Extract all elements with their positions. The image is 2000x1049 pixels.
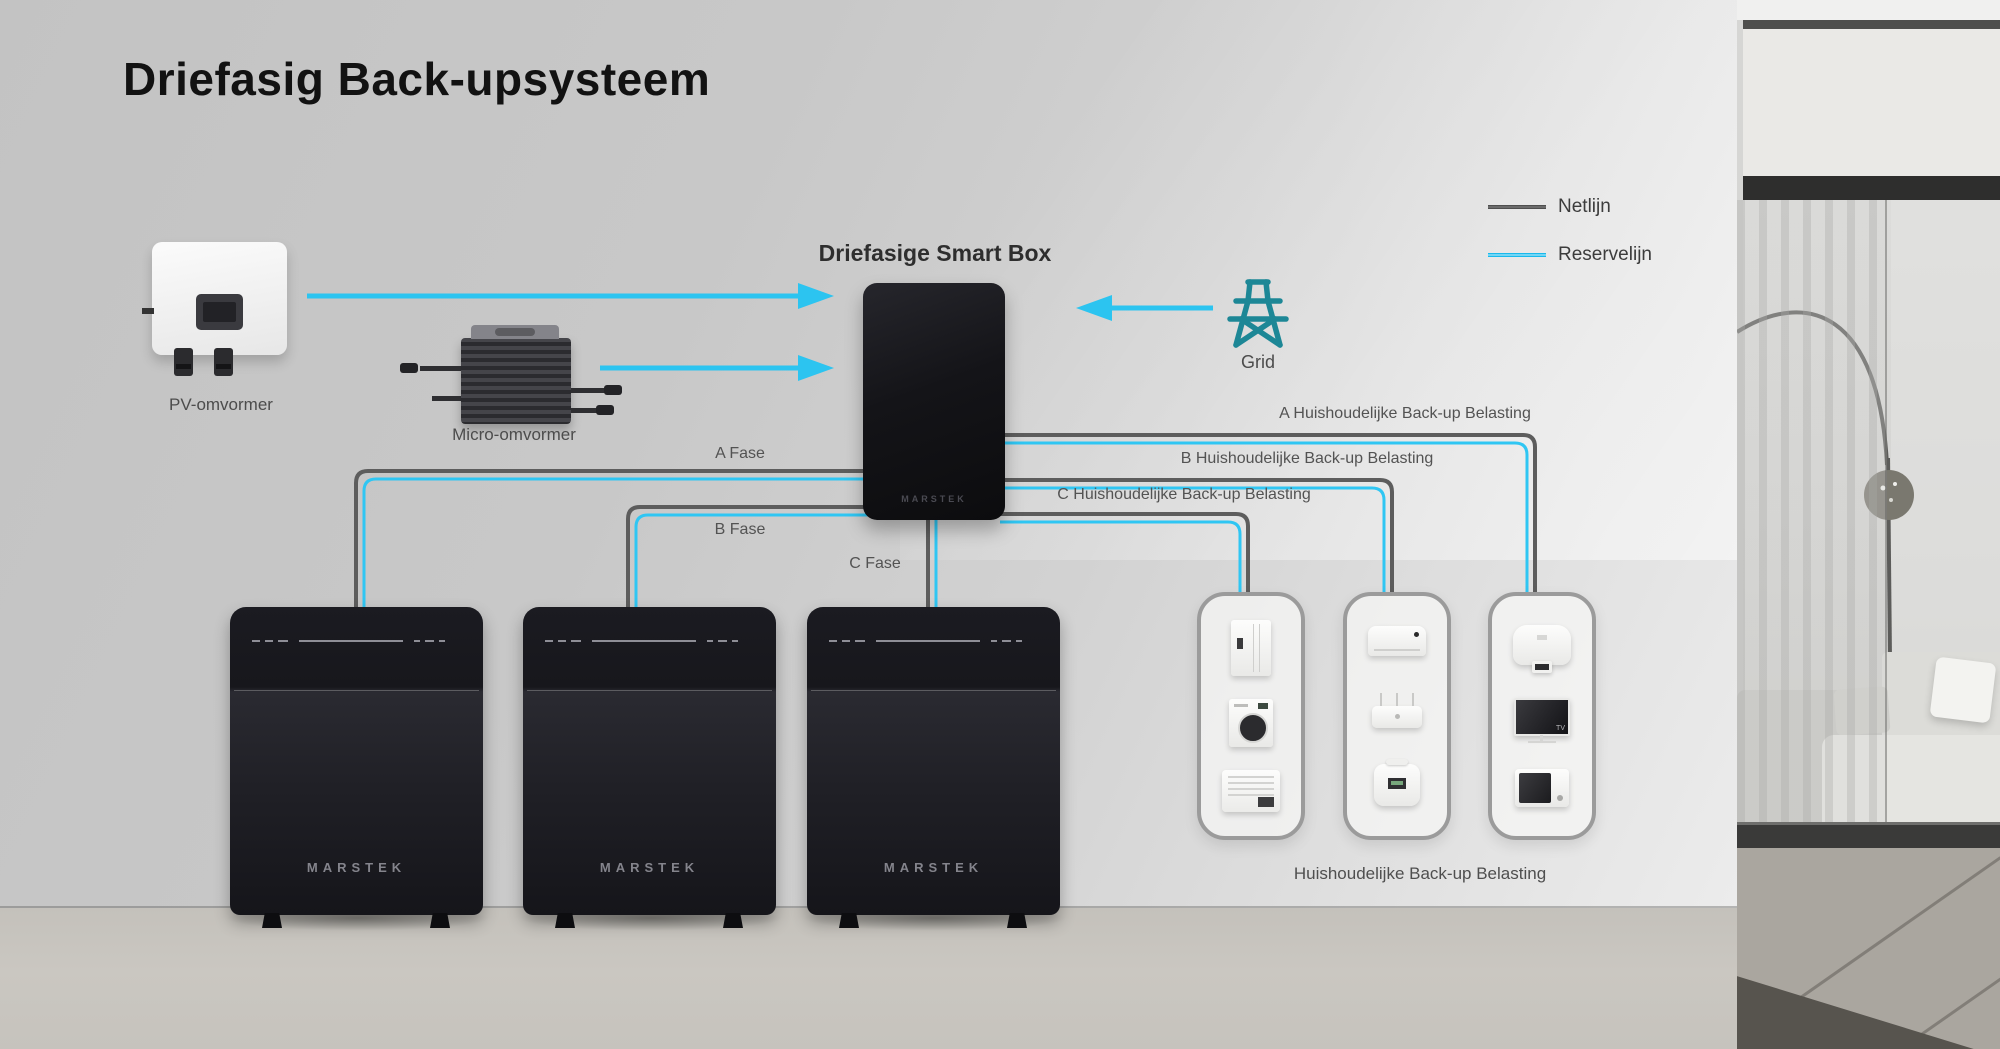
phase-b-line bbox=[626, 505, 870, 609]
appliance-group-1 bbox=[1197, 592, 1305, 840]
reserveline-swatch bbox=[1488, 253, 1546, 257]
photo-ceiling bbox=[1737, 0, 2000, 20]
backup-c-label: C Huishoudelijke Back-up Belasting bbox=[1057, 486, 1311, 503]
backup-a-line bbox=[1000, 433, 1537, 596]
water-heater-icon bbox=[1513, 624, 1571, 673]
washing-machine-icon bbox=[1229, 698, 1273, 747]
micro-bracket bbox=[471, 325, 559, 339]
legend-reserve-label: Reservelijn bbox=[1558, 244, 1652, 265]
pv-antenna bbox=[142, 308, 154, 314]
tv-screen-label: TV bbox=[1556, 724, 1565, 732]
battery-indicators bbox=[252, 637, 461, 645]
microwave-icon bbox=[1515, 769, 1569, 808]
battery-seam bbox=[811, 690, 1056, 691]
rice-cooker-icon bbox=[1374, 759, 1420, 806]
phase-c-label: C Fase bbox=[849, 555, 901, 572]
floor-background bbox=[0, 908, 1740, 1049]
backup-b-label: B Huishoudelijke Back-up Belasting bbox=[1180, 450, 1434, 467]
micro-to-box-arrow bbox=[600, 355, 834, 381]
appliance-group-3: TV bbox=[1488, 592, 1596, 840]
micro-inverter-icon bbox=[461, 325, 571, 424]
appliance-group-2 bbox=[1343, 592, 1451, 840]
battery-seam bbox=[234, 690, 479, 691]
air-conditioner-icon bbox=[1368, 626, 1426, 656]
tile-floor bbox=[1737, 848, 2000, 1049]
smart-box-title: Driefasige Smart Box bbox=[818, 240, 1052, 266]
phase-b-label: B Fase bbox=[714, 521, 766, 538]
micro-plug bbox=[604, 385, 622, 395]
smart-box-icon: MARSTEK bbox=[863, 283, 1005, 520]
refrigerator-icon bbox=[1231, 619, 1271, 676]
backup-c-line bbox=[1000, 512, 1250, 596]
netline-swatch bbox=[1488, 205, 1546, 209]
battery-foot bbox=[555, 913, 575, 928]
page-title: Driefasig Back-upsysteem bbox=[123, 53, 711, 105]
pv-connector bbox=[174, 348, 193, 376]
pv-connector bbox=[214, 348, 233, 376]
micro-cable bbox=[420, 366, 461, 371]
sheer-curtain bbox=[1737, 200, 1887, 828]
battery-unit-1: MARSTEK bbox=[230, 607, 483, 915]
tv-icon: TV bbox=[1514, 697, 1570, 743]
smart-box-brand: MARSTEK bbox=[901, 494, 967, 504]
wall-highlight bbox=[900, 0, 1740, 560]
battery-brand: MARSTEK bbox=[883, 860, 984, 875]
pv-to-box-arrow bbox=[307, 283, 834, 309]
grid-tower-icon bbox=[1227, 279, 1289, 348]
battery-indicators bbox=[829, 637, 1038, 645]
interior-photo bbox=[1737, 0, 2000, 1049]
legend-net-label: Netlijn bbox=[1558, 196, 1611, 217]
door-track bbox=[1737, 822, 2000, 848]
backup-caption: Huishoudelijke Back-up Belasting bbox=[1293, 864, 1547, 883]
heater-icon bbox=[1222, 770, 1280, 813]
battery-seam bbox=[527, 690, 772, 691]
micro-cable bbox=[432, 396, 461, 401]
photo-beam bbox=[1743, 20, 2000, 29]
battery-foot bbox=[430, 913, 450, 928]
micro-plug bbox=[400, 363, 418, 373]
battery-foot bbox=[1007, 913, 1027, 928]
micro-inverter-label: Micro-omvormer bbox=[452, 425, 576, 444]
battery-unit-3: MARSTEK bbox=[807, 607, 1060, 915]
grid-label: Grid bbox=[1240, 352, 1276, 372]
pv-inverter-label: PV-omvormer bbox=[169, 395, 273, 414]
battery-brand: MARSTEK bbox=[599, 860, 700, 875]
router-icon bbox=[1372, 693, 1422, 728]
battery-brand: MARSTEK bbox=[306, 860, 407, 875]
backup-a-label: A Huishoudelijke Back-up Belasting bbox=[1279, 405, 1531, 422]
micro-cable bbox=[571, 408, 597, 413]
battery-indicators bbox=[545, 637, 754, 645]
backup-b-line bbox=[1000, 478, 1394, 596]
grid-to-box-arrow bbox=[1076, 295, 1213, 321]
battery-foot bbox=[262, 913, 282, 928]
photo-exterior-wall bbox=[1743, 29, 2000, 176]
photo-window-frame bbox=[1743, 176, 2000, 200]
battery-unit-2: MARSTEK bbox=[523, 607, 776, 915]
glass-seam bbox=[1885, 200, 1887, 828]
micro-cable bbox=[571, 388, 605, 393]
pv-display bbox=[196, 294, 243, 330]
phase-a-line bbox=[354, 469, 870, 609]
micro-plug bbox=[596, 405, 614, 415]
phase-a-label: A Fase bbox=[715, 445, 765, 462]
pv-inverter-icon bbox=[142, 242, 287, 376]
battery-foot bbox=[723, 913, 743, 928]
battery-foot bbox=[839, 913, 859, 928]
